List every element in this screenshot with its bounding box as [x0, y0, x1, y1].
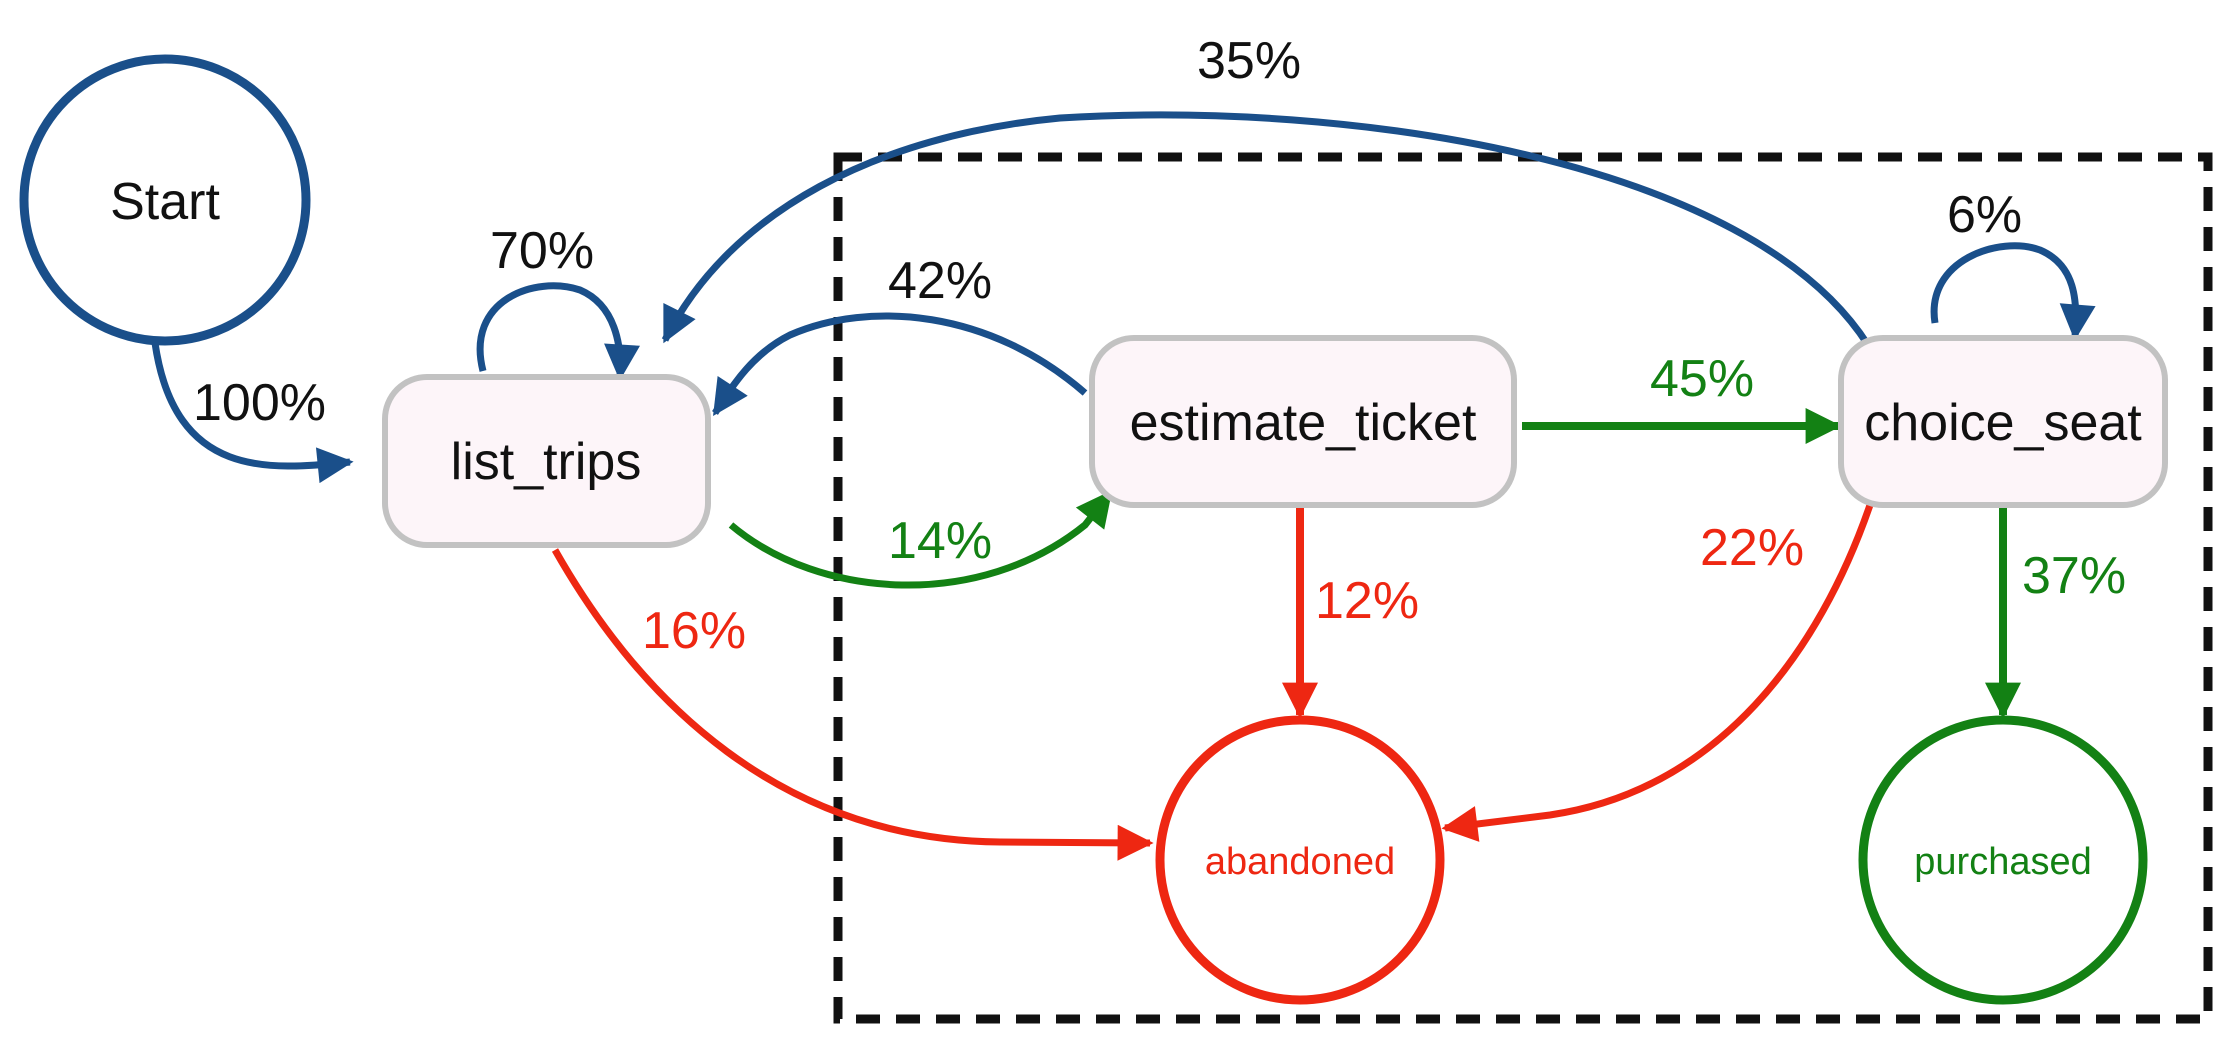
edge-label-choice-seat-self: 6%: [1947, 186, 2022, 244]
edge-list-trips-to-abandoned: [551, 548, 1154, 861]
edge-label-estimate-ticket-to-list-trips: 42%: [888, 252, 992, 310]
edge-list-trips-to-estimate-ticket: [728, 490, 1113, 589]
node-choice-seat: choice_seat: [1838, 335, 2168, 508]
edge-label-list-trips-self: 70%: [490, 222, 594, 280]
node-purchased: purchased: [1858, 715, 2148, 1005]
node-abandoned: abandoned: [1155, 715, 1445, 1005]
edge-estimate-ticket-to-list-trips: [712, 312, 1088, 417]
node-list-trips: list_trips: [382, 374, 711, 548]
edge-label-list-trips-to-estimate-ticket: 14%: [888, 512, 992, 570]
node-list-trips-label: list_trips: [451, 433, 642, 491]
edge-start-to-list-trips: [151, 342, 354, 484]
edge-choice-seat-to-list-trips: [661, 111, 1871, 347]
node-start-label: Start: [110, 173, 220, 231]
edge-choice-seat-self-loop: [1930, 242, 2096, 341]
edge-label-choice-seat-to-purchased: 37%: [2022, 547, 2126, 605]
edge-list-trips-self-loop: [476, 282, 640, 381]
node-purchased-label: purchased: [1914, 841, 2091, 883]
edge-label-estimate-ticket-to-abandoned: 12%: [1315, 572, 1419, 630]
node-abandoned-label: abandoned: [1205, 841, 1395, 883]
edge-label-start-to-list-trips: 100%: [193, 374, 326, 432]
node-estimate-ticket: estimate_ticket: [1089, 335, 1517, 508]
edge-label-estimate-ticket-to-choice-seat: 45%: [1650, 350, 1754, 408]
edge-label-list-trips-to-abandoned: 16%: [642, 602, 746, 660]
edge-choice-seat-to-abandoned: [1441, 503, 1874, 842]
edge-label-choice-seat-to-list-trips: 35%: [1197, 32, 1301, 90]
node-start: Start: [19, 54, 311, 346]
node-estimate-ticket-label: estimate_ticket: [1130, 394, 1477, 452]
node-choice-seat-label: choice_seat: [1864, 394, 2142, 452]
edge-label-choice-seat-to-abandoned: 22%: [1700, 519, 1804, 577]
